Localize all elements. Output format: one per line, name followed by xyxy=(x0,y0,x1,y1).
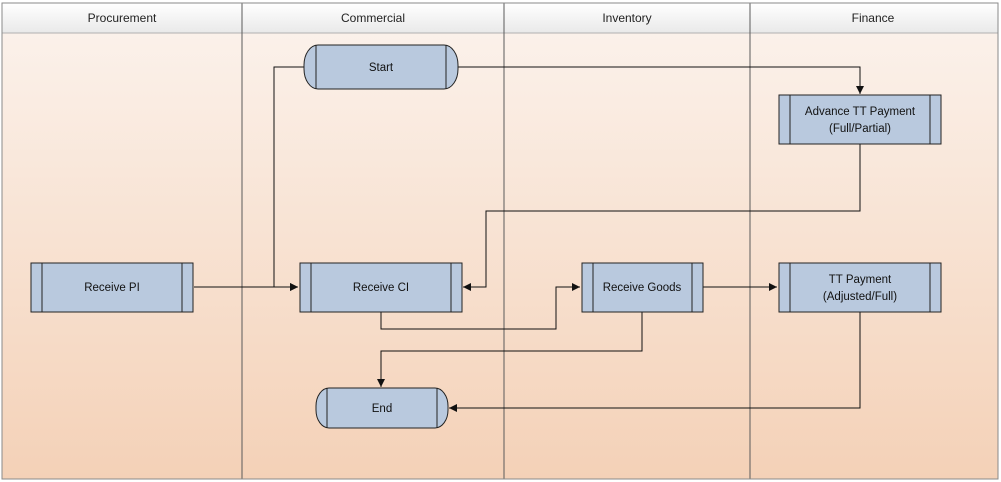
node-receive-ci-label: Receive CI xyxy=(353,282,409,294)
node-tt-payment-label-line2: (Adjusted/Full) xyxy=(823,291,897,303)
node-tt-payment-label-line1: TT Payment xyxy=(829,274,892,286)
node-end[interactable]: End xyxy=(315,387,449,429)
node-advance-tt-shape xyxy=(778,94,942,145)
edge-advance-tt-to-receive-ci xyxy=(463,144,861,291)
connectors xyxy=(194,66,864,412)
lane-procurement-body xyxy=(2,33,242,479)
lane-inventory-body xyxy=(504,33,750,479)
node-tt-payment-shape xyxy=(778,262,942,313)
edge-receive-goods-to-end xyxy=(377,312,643,387)
lane-commercial-header xyxy=(241,2,505,34)
lane-procurement-title: Procurement xyxy=(88,11,157,25)
node-receive-pi[interactable]: Receive PI xyxy=(30,262,194,313)
edge-tt-payment-to-end xyxy=(449,312,861,412)
node-receive-pi-shape xyxy=(30,262,194,313)
node-advance-tt-label-line1: Advance TT Payment xyxy=(805,106,916,118)
node-receive-goods-label: Receive Goods xyxy=(603,282,682,294)
node-receive-ci[interactable]: Receive CI xyxy=(299,262,463,313)
node-start[interactable]: Start xyxy=(303,44,459,90)
edge-start-to-advance-tt xyxy=(457,66,864,94)
lane-commercial: Commercial xyxy=(241,2,505,479)
node-advance-tt-label-line2: (Full/Partial) xyxy=(829,123,891,135)
node-receive-goods-shape xyxy=(581,262,704,313)
node-end-label: End xyxy=(372,403,392,415)
lane-inventory-title: Inventory xyxy=(602,11,651,25)
node-advance-tt-payment[interactable]: Advance TT Payment (Full/Partial) xyxy=(778,94,942,145)
nodes: Start Advance TT Payment (Full/Partial) … xyxy=(30,44,942,429)
node-receive-pi-label: Receive PI xyxy=(84,282,140,294)
node-start-shape xyxy=(303,44,459,90)
lane-finance-title: Finance xyxy=(852,11,895,25)
lane-inventory: Inventory xyxy=(503,2,751,479)
node-end-shape xyxy=(315,387,449,429)
node-receive-goods[interactable]: Receive Goods xyxy=(581,262,704,313)
lane-commercial-title: Commercial xyxy=(341,11,405,25)
lane-procurement: Procurement xyxy=(1,2,243,479)
node-start-label: Start xyxy=(369,62,394,74)
node-tt-payment[interactable]: TT Payment (Adjusted/Full) xyxy=(778,262,942,313)
edge-receive-ci-to-receive-goods xyxy=(380,283,580,330)
node-receive-ci-shape xyxy=(299,262,463,313)
lane-procurement-header xyxy=(1,2,243,34)
